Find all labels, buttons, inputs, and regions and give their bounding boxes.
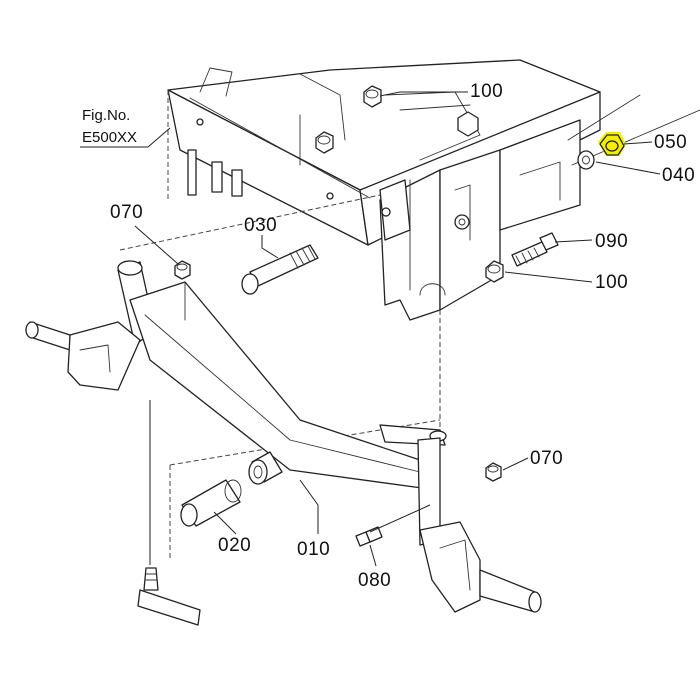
label-040[interactable]: 040 — [662, 165, 695, 186]
grease-fitting-icon — [143, 567, 159, 591]
leader-lines — [134, 91, 661, 567]
part-070-grease-nipple-right[interactable] — [485, 462, 502, 482]
label-070-left[interactable]: 070 — [110, 202, 143, 223]
washer-icon — [454, 214, 470, 230]
label-030[interactable]: 030 — [244, 215, 277, 236]
figure-number-label: Fig.No. E500XX — [80, 107, 171, 148]
nut-icon — [315, 131, 334, 154]
part-070-grease-nipple-left[interactable] — [174, 260, 191, 280]
label-050[interactable]: 050 — [654, 132, 687, 153]
part-labels: 100 050 040 070 030 090 100 070 020 010 … — [110, 81, 695, 591]
part-010-front-axle[interactable] — [25, 260, 542, 626]
label-080[interactable]: 080 — [358, 570, 391, 591]
part-100-nut[interactable] — [485, 260, 504, 283]
part-040-washer[interactable] — [577, 150, 595, 170]
bolt-head-icon — [457, 111, 479, 137]
label-020[interactable]: 020 — [218, 535, 251, 556]
label-100-mid[interactable]: 100 — [595, 272, 628, 293]
frame-hardware — [196, 85, 479, 230]
figure-label-line2: E500XX — [82, 129, 137, 146]
part-030-bolt[interactable] — [241, 244, 319, 295]
part-050-nut[interactable] — [598, 132, 626, 156]
part-020-bushing[interactable] — [180, 479, 242, 527]
part-090-bolt[interactable] — [511, 232, 559, 267]
label-090[interactable]: 090 — [595, 231, 628, 252]
bushing-ring — [248, 451, 283, 485]
figure-label-line1: Fig.No. — [82, 107, 130, 124]
label-100-top[interactable]: 100 — [470, 81, 503, 102]
nut-icon — [363, 85, 382, 108]
part-080-bolt[interactable] — [355, 526, 383, 547]
label-010[interactable]: 010 — [297, 539, 330, 560]
label-070-right[interactable]: 070 — [530, 448, 563, 469]
